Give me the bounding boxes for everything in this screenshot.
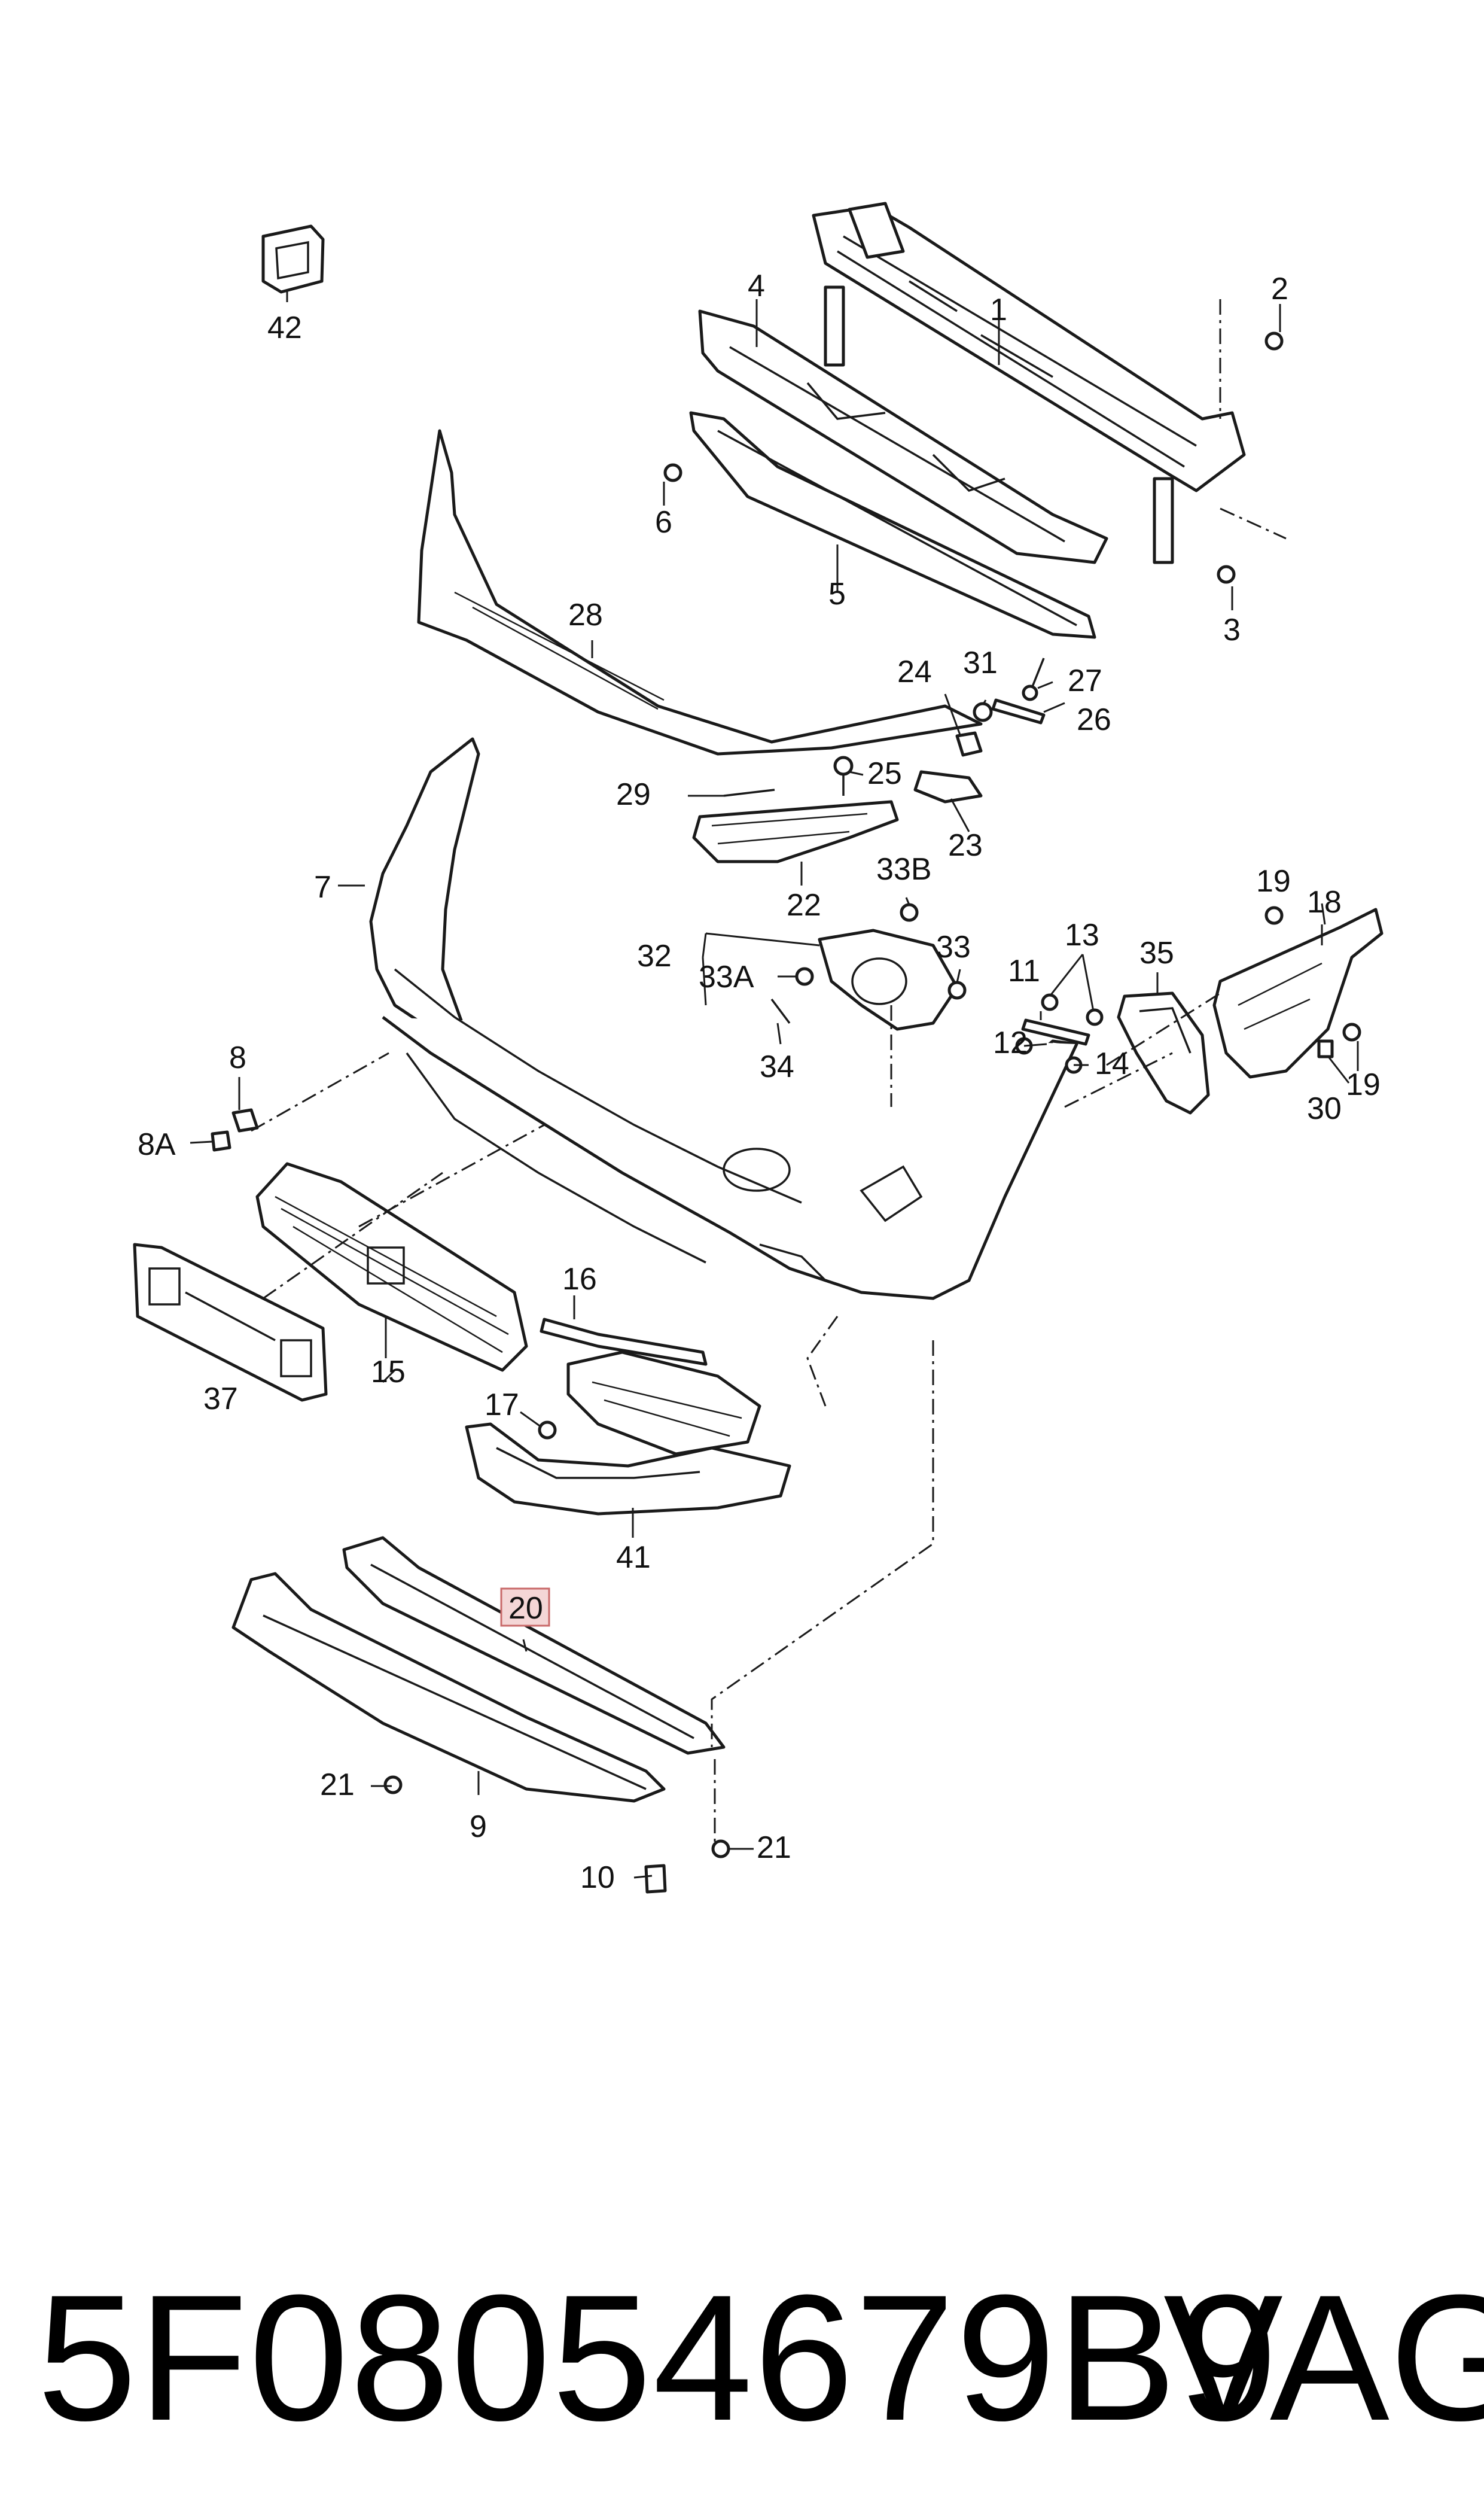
part-8-clip: [231, 1108, 259, 1133]
label-34: 34: [760, 1049, 794, 1084]
part-11-bracket: [1021, 1018, 1090, 1046]
part-labels: 42 1 2 3 4 5 6 28 7 24 31 27 26 25 29 23…: [138, 269, 1381, 1895]
label-27: 27: [1068, 664, 1102, 698]
label-21-left: 21: [320, 1767, 355, 1802]
part-10-clip: [644, 1864, 667, 1894]
label-21-right: 21: [757, 1830, 791, 1865]
label-23: 23: [948, 828, 983, 863]
label-33b: 33B: [876, 852, 932, 887]
label-16: 16: [562, 1262, 597, 1297]
part-16-lower-grille: [566, 1350, 761, 1456]
part-3-screw: [1217, 565, 1236, 584]
assembly-lines: [251, 299, 1287, 1843]
label-26: 26: [1077, 702, 1111, 737]
part-15-grille: [255, 1162, 528, 1372]
label-10: 10: [580, 1860, 615, 1895]
part-25-screw: [833, 756, 854, 796]
part-26-strip: [991, 698, 1046, 725]
label-5: 5: [828, 577, 846, 612]
part-33b-screw: [900, 903, 919, 922]
label-24: 24: [897, 655, 932, 689]
label-12: 12: [993, 1026, 1028, 1060]
brand-name: VAG: [1163, 2257, 1484, 2458]
part-1-bumper-beam: [812, 202, 1246, 564]
label-32: 32: [637, 939, 672, 973]
part-20-guide: [342, 1536, 726, 1755]
exploded-parts-diagram: 42 1 2 3 4 5 6 28 7 24 31 27 26 25 29 23…: [133, 202, 1384, 1895]
part-5-strip: [689, 411, 1096, 639]
label-19-top: 19: [1256, 864, 1291, 899]
label-8a: 8A: [138, 1127, 176, 1162]
label-7: 7: [314, 870, 331, 905]
label-41: 41: [616, 1540, 651, 1575]
label-9: 9: [470, 1809, 487, 1844]
label-42: 42: [267, 311, 302, 345]
label-15: 15: [371, 1355, 406, 1389]
part-29-strip: [723, 789, 775, 797]
label-17: 17: [484, 1388, 519, 1422]
part-31-screw: [973, 702, 993, 722]
part-35-lamp-cover: [1117, 991, 1210, 1115]
part-30-clip: [1317, 1039, 1334, 1058]
part-23-bracket: [913, 770, 983, 804]
label-31: 31: [963, 646, 998, 680]
part-33-screw: [947, 981, 967, 1000]
label-25: 25: [867, 756, 902, 791]
part-21-screw: [383, 1775, 403, 1794]
label-14: 14: [1095, 1046, 1129, 1081]
label-37: 37: [203, 1382, 238, 1416]
label-22: 22: [787, 888, 821, 923]
label-8: 8: [229, 1041, 246, 1075]
part-21-screw-right: [711, 1839, 730, 1858]
part-9-spoiler: [231, 1572, 666, 1803]
label-28: 28: [568, 598, 603, 632]
part-32-fog-bracket: [818, 929, 959, 1031]
part-24-clip: [955, 731, 983, 757]
label-30: 30: [1307, 1091, 1342, 1126]
part-19-screw-lower: [1342, 1023, 1361, 1042]
part-16-trim: [540, 1318, 708, 1366]
part-number: 5F08054679B9: [37, 2257, 1279, 2458]
part-33a-screw: [795, 967, 814, 986]
label-20: 20: [508, 1591, 543, 1626]
label-33: 33: [936, 930, 971, 965]
label-3: 3: [1223, 613, 1241, 647]
label-1: 1: [990, 293, 1007, 327]
label-4: 4: [748, 269, 765, 303]
part-6-screw: [663, 463, 682, 482]
part-28-trim: [417, 429, 983, 756]
label-18: 18: [1307, 885, 1342, 920]
leader-lines: [190, 290, 1359, 1879]
label-6: 6: [655, 505, 672, 540]
part-18-bracket: [1212, 908, 1384, 1079]
part-2-screw: [1264, 331, 1284, 351]
label-33a: 33A: [699, 960, 754, 994]
label-11: 11: [1008, 954, 1040, 988]
part-37-plate-holder: [133, 1243, 328, 1402]
part-34-strip: [770, 998, 791, 1024]
label-13: 13: [1065, 918, 1099, 953]
label-2: 2: [1271, 272, 1288, 306]
part-22-bracket: [692, 800, 899, 863]
label-19-bottom: 19: [1346, 1067, 1381, 1102]
part-4-absorber: [698, 309, 1108, 564]
part-7-bumper-cover: [369, 737, 1078, 1300]
part-8a-clip: [211, 1130, 231, 1152]
part-42-cover: [261, 224, 325, 294]
highlight-box-20: [500, 1587, 550, 1627]
part-41-surround: [465, 1422, 791, 1516]
part-17-screw: [538, 1420, 557, 1440]
part-13-clips: [1041, 993, 1104, 1026]
label-29: 29: [616, 777, 651, 812]
label-35: 35: [1139, 936, 1174, 971]
part-19-screw: [1264, 906, 1284, 925]
part-27-screw: [1022, 658, 1045, 701]
footer: 5F08054679B9 VAG: [0, 2250, 1484, 2477]
